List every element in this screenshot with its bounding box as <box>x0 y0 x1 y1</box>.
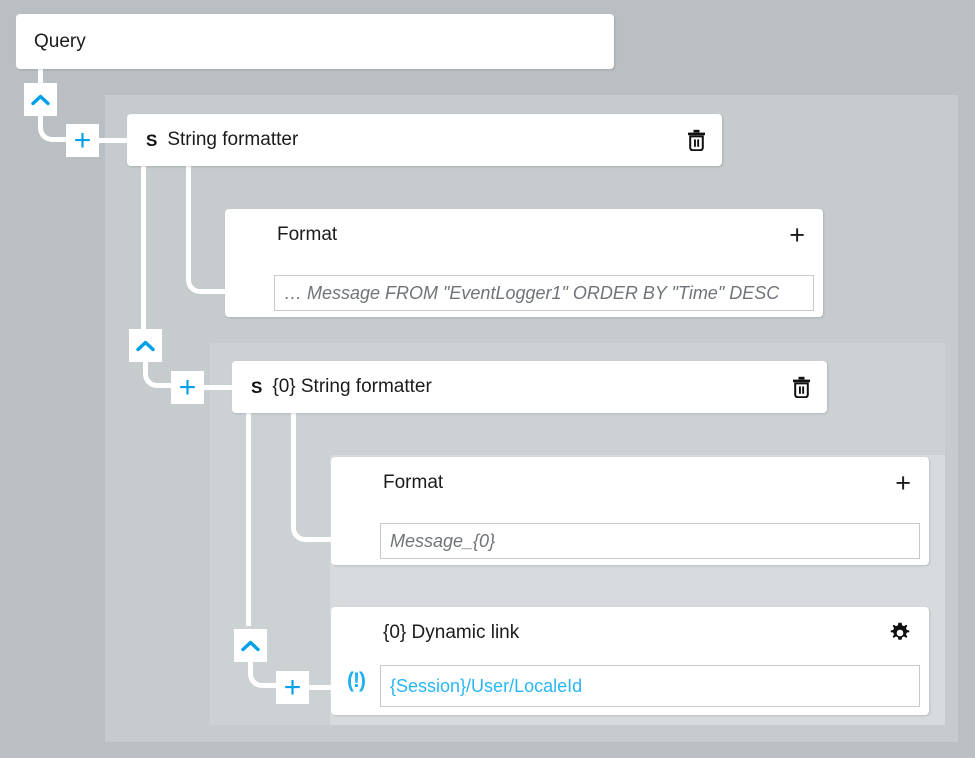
connector-elbow-node2-to-format2 <box>291 510 331 542</box>
property-label: Format <box>383 472 444 493</box>
alert-icon: (!) <box>347 669 366 692</box>
node-card-string-formatter-1[interactable]: S String formatter <box>127 114 722 166</box>
add-property-button[interactable]: + <box>895 467 911 498</box>
format-value-text: Message_{0} <box>390 530 496 551</box>
chevron-up-icon <box>31 94 50 105</box>
node-title: String formatter <box>167 129 299 150</box>
collapse-button-1[interactable] <box>24 83 57 116</box>
property-header: {0} Dynamic link <box>331 607 929 659</box>
connector-plus-2-to-card-2 <box>204 385 232 390</box>
property-settings-button[interactable] <box>889 622 911 644</box>
property-card-format-1[interactable]: Format + … Message FROM "EventLogger1" O… <box>225 209 823 317</box>
query-node-label: Query <box>34 30 86 52</box>
property-card-format-2[interactable]: Format + Message_{0} <box>331 457 929 565</box>
gear-icon <box>890 622 910 640</box>
collapse-button-2[interactable] <box>129 329 162 362</box>
collapse-button-3[interactable] <box>234 629 267 662</box>
connector-elbow-node1-to-format1 <box>186 262 226 294</box>
chevron-up-icon <box>136 340 155 351</box>
connector-elbow-3 <box>248 666 276 688</box>
format-value-text: … Message FROM "EventLogger1" ORDER BY "… <box>284 282 780 303</box>
dynamic-link-value-text: {Session}/User/LocaleId <box>390 675 583 696</box>
format-value-field[interactable]: … Message FROM "EventLogger1" ORDER BY "… <box>274 275 814 311</box>
property-header: Format + <box>225 209 823 261</box>
connector-elbow-2 <box>143 366 171 388</box>
trash-icon <box>793 376 810 398</box>
chevron-up-icon <box>241 640 260 651</box>
connector-query-to-collapse-1 <box>38 68 43 93</box>
string-badge-icon: S <box>251 377 263 397</box>
delete-node-button[interactable] <box>687 129 706 151</box>
property-label: {0} Dynamic link <box>383 622 520 643</box>
property-header: Format + <box>331 457 929 509</box>
plus-icon: + <box>283 670 302 704</box>
plus-icon: + <box>73 123 92 157</box>
property-card-dynamic-link[interactable]: {0} Dynamic link (!) {Session}/User/Loca… <box>331 607 929 715</box>
add-button-1[interactable]: + <box>66 124 99 157</box>
connector-node-1-drop-right <box>186 165 191 270</box>
format-value-field[interactable]: Message_{0} <box>380 523 920 559</box>
property-label: Format <box>277 224 338 245</box>
connector-node-2-drop-left <box>246 412 251 626</box>
add-property-button[interactable]: + <box>789 219 805 250</box>
connector-node-1-drop-left <box>141 165 146 333</box>
trash-icon <box>688 129 705 151</box>
string-badge-icon: S <box>146 130 158 150</box>
add-button-2[interactable]: + <box>171 371 204 404</box>
add-button-3[interactable]: + <box>276 671 309 704</box>
connector-elbow-1 <box>38 120 66 142</box>
query-node-card[interactable]: Query <box>16 14 614 69</box>
connector-node-2-drop-right <box>291 412 296 517</box>
node-title: {0} String formatter <box>272 376 432 397</box>
node-card-string-formatter-2[interactable]: S {0} String formatter <box>232 361 827 413</box>
connector-plus-1-to-card-1 <box>99 138 127 143</box>
delete-node-button[interactable] <box>792 376 811 398</box>
node-header: S String formatter <box>127 114 722 166</box>
node-header: S {0} String formatter <box>232 361 827 413</box>
dynamic-link-value-field[interactable]: {Session}/User/LocaleId <box>380 665 920 707</box>
plus-icon: + <box>178 370 197 404</box>
connector-plus-3-to-dynamic-link <box>309 685 331 690</box>
